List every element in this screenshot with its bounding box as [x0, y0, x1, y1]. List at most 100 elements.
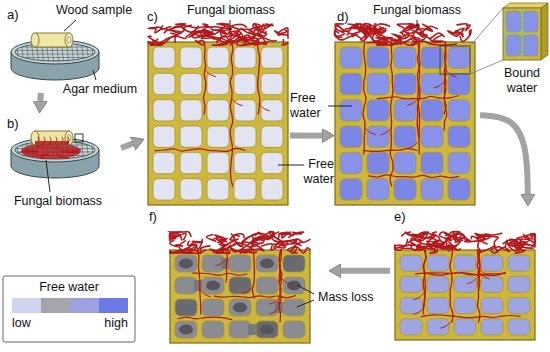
mesh: [26, 40, 29, 64]
legend-frame: [3, 276, 135, 342]
legend-swatch: [99, 298, 128, 313]
wood-cell: [400, 276, 422, 292]
wood-block: [395, 231, 536, 340]
wood-cell: [508, 276, 530, 292]
hypha: [423, 250, 426, 306]
wood-cell: [427, 276, 449, 292]
petri-dish: [11, 138, 99, 162]
hypha: [416, 273, 506, 275]
wood-cell: [340, 126, 362, 147]
water-dot: [521, 24, 523, 26]
hypha: [439, 232, 451, 239]
mesh: [86, 40, 89, 64]
hypha: [241, 35, 255, 43]
panel-letter: c): [147, 9, 158, 25]
water-dot: [526, 33, 528, 35]
hypha: [43, 137, 45, 144]
wood-sample: [65, 33, 73, 47]
annotation-label: Free water: [290, 91, 334, 121]
hypha: [230, 234, 244, 240]
hypha: [335, 24, 344, 31]
hypha: [258, 24, 266, 36]
wood-cell: [234, 179, 256, 200]
wood-cell: [481, 276, 503, 292]
wood-cell: [234, 73, 256, 94]
hypha: [241, 28, 259, 44]
mesh: [11, 138, 99, 162]
wood-cell: [394, 152, 416, 173]
hypha: [475, 233, 491, 240]
process-arrow: [480, 115, 528, 194]
hypha: [513, 242, 525, 253]
hypha: [457, 24, 470, 31]
wood-cell: [207, 47, 229, 68]
hypha: [410, 25, 426, 35]
panel: b): [3, 112, 121, 192]
annotation-label: Fungal biomass: [176, 3, 286, 18]
wood-sample: [31, 131, 83, 145]
bound-water-inset: [506, 35, 521, 56]
hypha: [395, 245, 408, 251]
hypha: [55, 137, 57, 144]
hypha: [211, 36, 229, 45]
hypha: [175, 26, 198, 42]
hypha: [381, 128, 392, 135]
wood-cell: [340, 152, 362, 173]
label-holder: Fungal biomass: [362, 3, 472, 18]
hypha: [262, 241, 285, 250]
water-dot: [521, 54, 523, 56]
hypha: [430, 35, 444, 42]
label-holder: Fungal biomass: [8, 194, 108, 209]
hypha: [408, 142, 419, 149]
hypha: [232, 99, 243, 106]
hypha: [67, 137, 69, 144]
wood-cell: [394, 179, 416, 200]
mesh: [21, 40, 24, 64]
panel-letter: f): [149, 209, 157, 225]
water-dot: [521, 34, 523, 36]
mesh: [96, 138, 99, 162]
wood-cell: [207, 126, 229, 147]
hypha: [423, 250, 426, 314]
wood-cell: [256, 321, 278, 338]
wood-cell: [261, 179, 283, 200]
mesh: [91, 138, 94, 162]
hypha: [448, 28, 464, 36]
wood-cell: [367, 47, 389, 68]
mesh: [76, 40, 79, 64]
wood-cell: [367, 152, 389, 173]
wood-block: [169, 232, 310, 343]
mesh: [86, 138, 89, 162]
label-holder: Fungal biomass: [176, 3, 286, 18]
wood-cell: [481, 319, 503, 335]
wood-cell: [481, 298, 503, 314]
wood-cell: [508, 319, 530, 335]
wood-cell: [454, 319, 476, 335]
hypha: [36, 146, 41, 148]
wood-cell: [153, 179, 175, 200]
hypha: [203, 42, 205, 114]
wood-cell: [400, 298, 422, 314]
hypha: [188, 241, 202, 249]
annotation-label: Free water: [290, 157, 334, 187]
hypha: [170, 232, 182, 240]
hypha: [408, 98, 419, 105]
bound-water-inset: [541, 3, 548, 60]
hypha: [49, 137, 51, 144]
wood-cell: [153, 126, 175, 147]
label-holder: Wood sample: [52, 3, 136, 18]
water-dot: [521, 33, 523, 35]
water-dot: [503, 41, 505, 43]
hypha: [175, 246, 210, 254]
bound-water-inset: [470, 60, 503, 74]
bound-water-inset: [503, 8, 541, 60]
mass-loss-void: [179, 324, 193, 334]
hypha: [363, 42, 366, 154]
bound-water-inset: [503, 3, 548, 8]
hypha: [450, 236, 462, 241]
mesh: [91, 40, 94, 64]
label-holder: Bound water: [497, 66, 547, 96]
water-dot: [503, 51, 505, 53]
hypha: [277, 28, 288, 39]
